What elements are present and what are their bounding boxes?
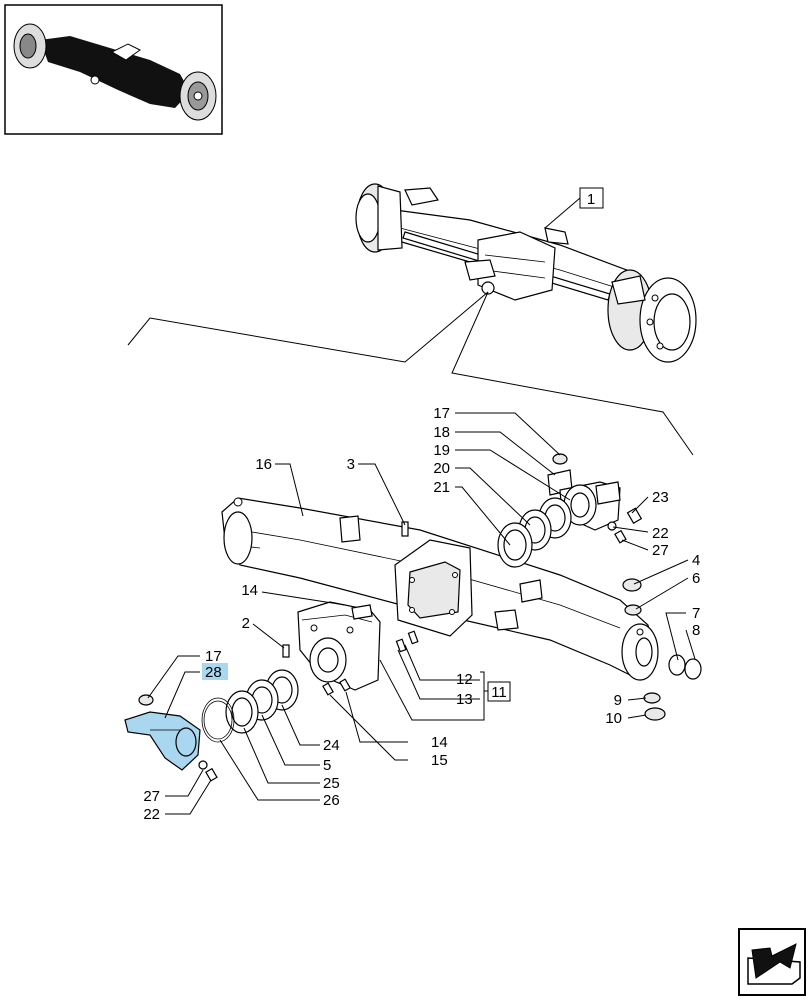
callout-28: 28 [205,664,222,681]
callout-24: 24 [323,737,340,754]
callout-2: 2 [242,615,250,632]
callout-12: 12 [456,671,473,688]
callout-27-left: 27 [143,788,160,805]
axle-assembly-overview [127,183,697,456]
callout-10: 10 [605,710,622,727]
callout-15: 15 [431,752,448,769]
callout-11: 11 [491,684,507,701]
callout-8: 8 [692,622,700,639]
support-bracket-highlighted [124,711,201,771]
callout-17: 17 [433,405,450,422]
callout-18: 18 [433,424,450,441]
callout-19: 19 [433,442,450,459]
axle-assembly-thumbnail-icon[interactable] [4,4,223,135]
callout-22-left: 22 [143,806,160,823]
callout-22: 22 [652,525,669,542]
callout-17-left: 17 [205,648,222,665]
leader-lines [147,412,696,815]
callout-26: 26 [323,792,340,809]
callout-5: 5 [323,757,331,774]
right-pivot-bracket-group [401,453,702,721]
callout-21: 21 [433,479,450,496]
callout-14: 14 [241,582,258,599]
callout-20: 20 [433,460,450,477]
callout-6: 6 [692,570,700,587]
callout-13: 13 [456,691,473,708]
callout-27: 27 [652,542,669,559]
callout-9: 9 [614,692,622,709]
callout-16: 16 [255,456,272,473]
callout-14-lower: 14 [431,734,448,751]
callout-1: 1 [587,191,595,208]
callout-3: 3 [347,456,355,473]
left-pivot-bracket-group [124,601,419,782]
axle-beam [221,497,659,681]
callout-25: 25 [323,775,340,792]
callout-23: 23 [652,489,669,506]
next-page-arrow-icon[interactable] [738,928,806,996]
callout-4: 4 [692,552,700,569]
callout-7: 7 [692,605,700,622]
callout-labels: 1 16 3 17 18 19 20 21 23 22 27 4 6 7 8 1… [143,187,700,823]
